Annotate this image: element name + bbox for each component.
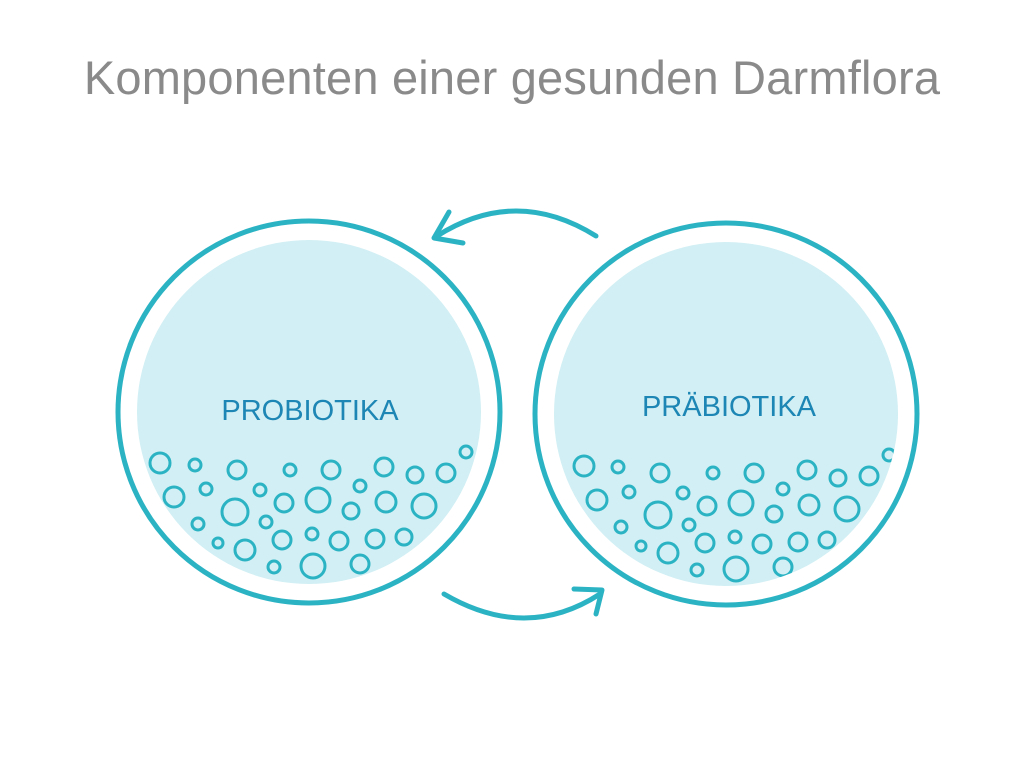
bubble [394, 527, 414, 547]
bubble [349, 553, 371, 575]
bubble [458, 444, 474, 460]
bubble [722, 555, 750, 583]
bubble [373, 456, 395, 478]
bubble [675, 485, 691, 501]
bubble [828, 468, 848, 488]
bubble [352, 478, 368, 494]
bubble [148, 451, 172, 475]
bubble [858, 465, 880, 487]
bubble [271, 529, 293, 551]
praebiotika-inner-fill [554, 242, 898, 586]
bubble [410, 492, 438, 520]
bubble [585, 488, 609, 512]
probiotika-circle: PROBIOTIKA [115, 218, 503, 606]
bubble [787, 531, 809, 553]
bubble [435, 462, 457, 484]
probiotika-label: PROBIOTIKA [221, 395, 399, 427]
bubble [643, 500, 673, 530]
bubble [187, 457, 203, 473]
bubble [198, 481, 214, 497]
bubble [162, 485, 186, 509]
bubble [751, 533, 773, 555]
bubble [405, 465, 425, 485]
bubble [341, 501, 361, 521]
bubble [797, 493, 821, 517]
bubble [610, 459, 626, 475]
bubble [320, 459, 342, 481]
arrow-top-left-icon [431, 208, 599, 246]
bubble [328, 530, 350, 552]
bubble [689, 562, 705, 578]
bubble [613, 519, 629, 535]
bubble [649, 462, 671, 484]
bubble [727, 489, 755, 517]
bubble [304, 526, 320, 542]
bubble [364, 528, 386, 550]
bubble [226, 459, 248, 481]
bubble [727, 529, 743, 545]
bubble [696, 495, 718, 517]
bubble [220, 497, 250, 527]
bubble [772, 556, 794, 578]
bubble [190, 516, 206, 532]
bubble [374, 490, 398, 514]
bubble [705, 465, 721, 481]
bubble [572, 454, 596, 478]
bubble [258, 514, 274, 530]
bubble [252, 482, 268, 498]
bubble [743, 462, 765, 484]
page-title: Komponenten einer gesunden Darmflora [83, 51, 941, 104]
bubble [266, 559, 282, 575]
bubble [304, 486, 332, 514]
bubble [817, 530, 837, 550]
bubble [282, 462, 298, 478]
bubble [796, 459, 818, 481]
bubble [273, 492, 295, 514]
bubble [634, 539, 648, 553]
bubble [233, 538, 257, 562]
praebiotika-outer-ring [532, 220, 920, 608]
bubble [299, 552, 327, 580]
bubble [833, 495, 861, 523]
arrow-bottom-right-icon [441, 586, 605, 621]
bubble [681, 517, 697, 533]
bubble [694, 532, 716, 554]
bubble [775, 481, 791, 497]
praebiotika-bubble-group [572, 447, 897, 583]
bubble [621, 484, 637, 500]
probiotika-outer-ring [115, 218, 503, 606]
bubble [211, 536, 225, 550]
praebiotika-label: PRÄBIOTIKA [642, 391, 817, 423]
probiotika-bubble-group [148, 444, 474, 580]
bubble [764, 504, 784, 524]
praebiotika-circle: PRÄBIOTIKA [532, 220, 920, 608]
bubble [656, 541, 680, 565]
